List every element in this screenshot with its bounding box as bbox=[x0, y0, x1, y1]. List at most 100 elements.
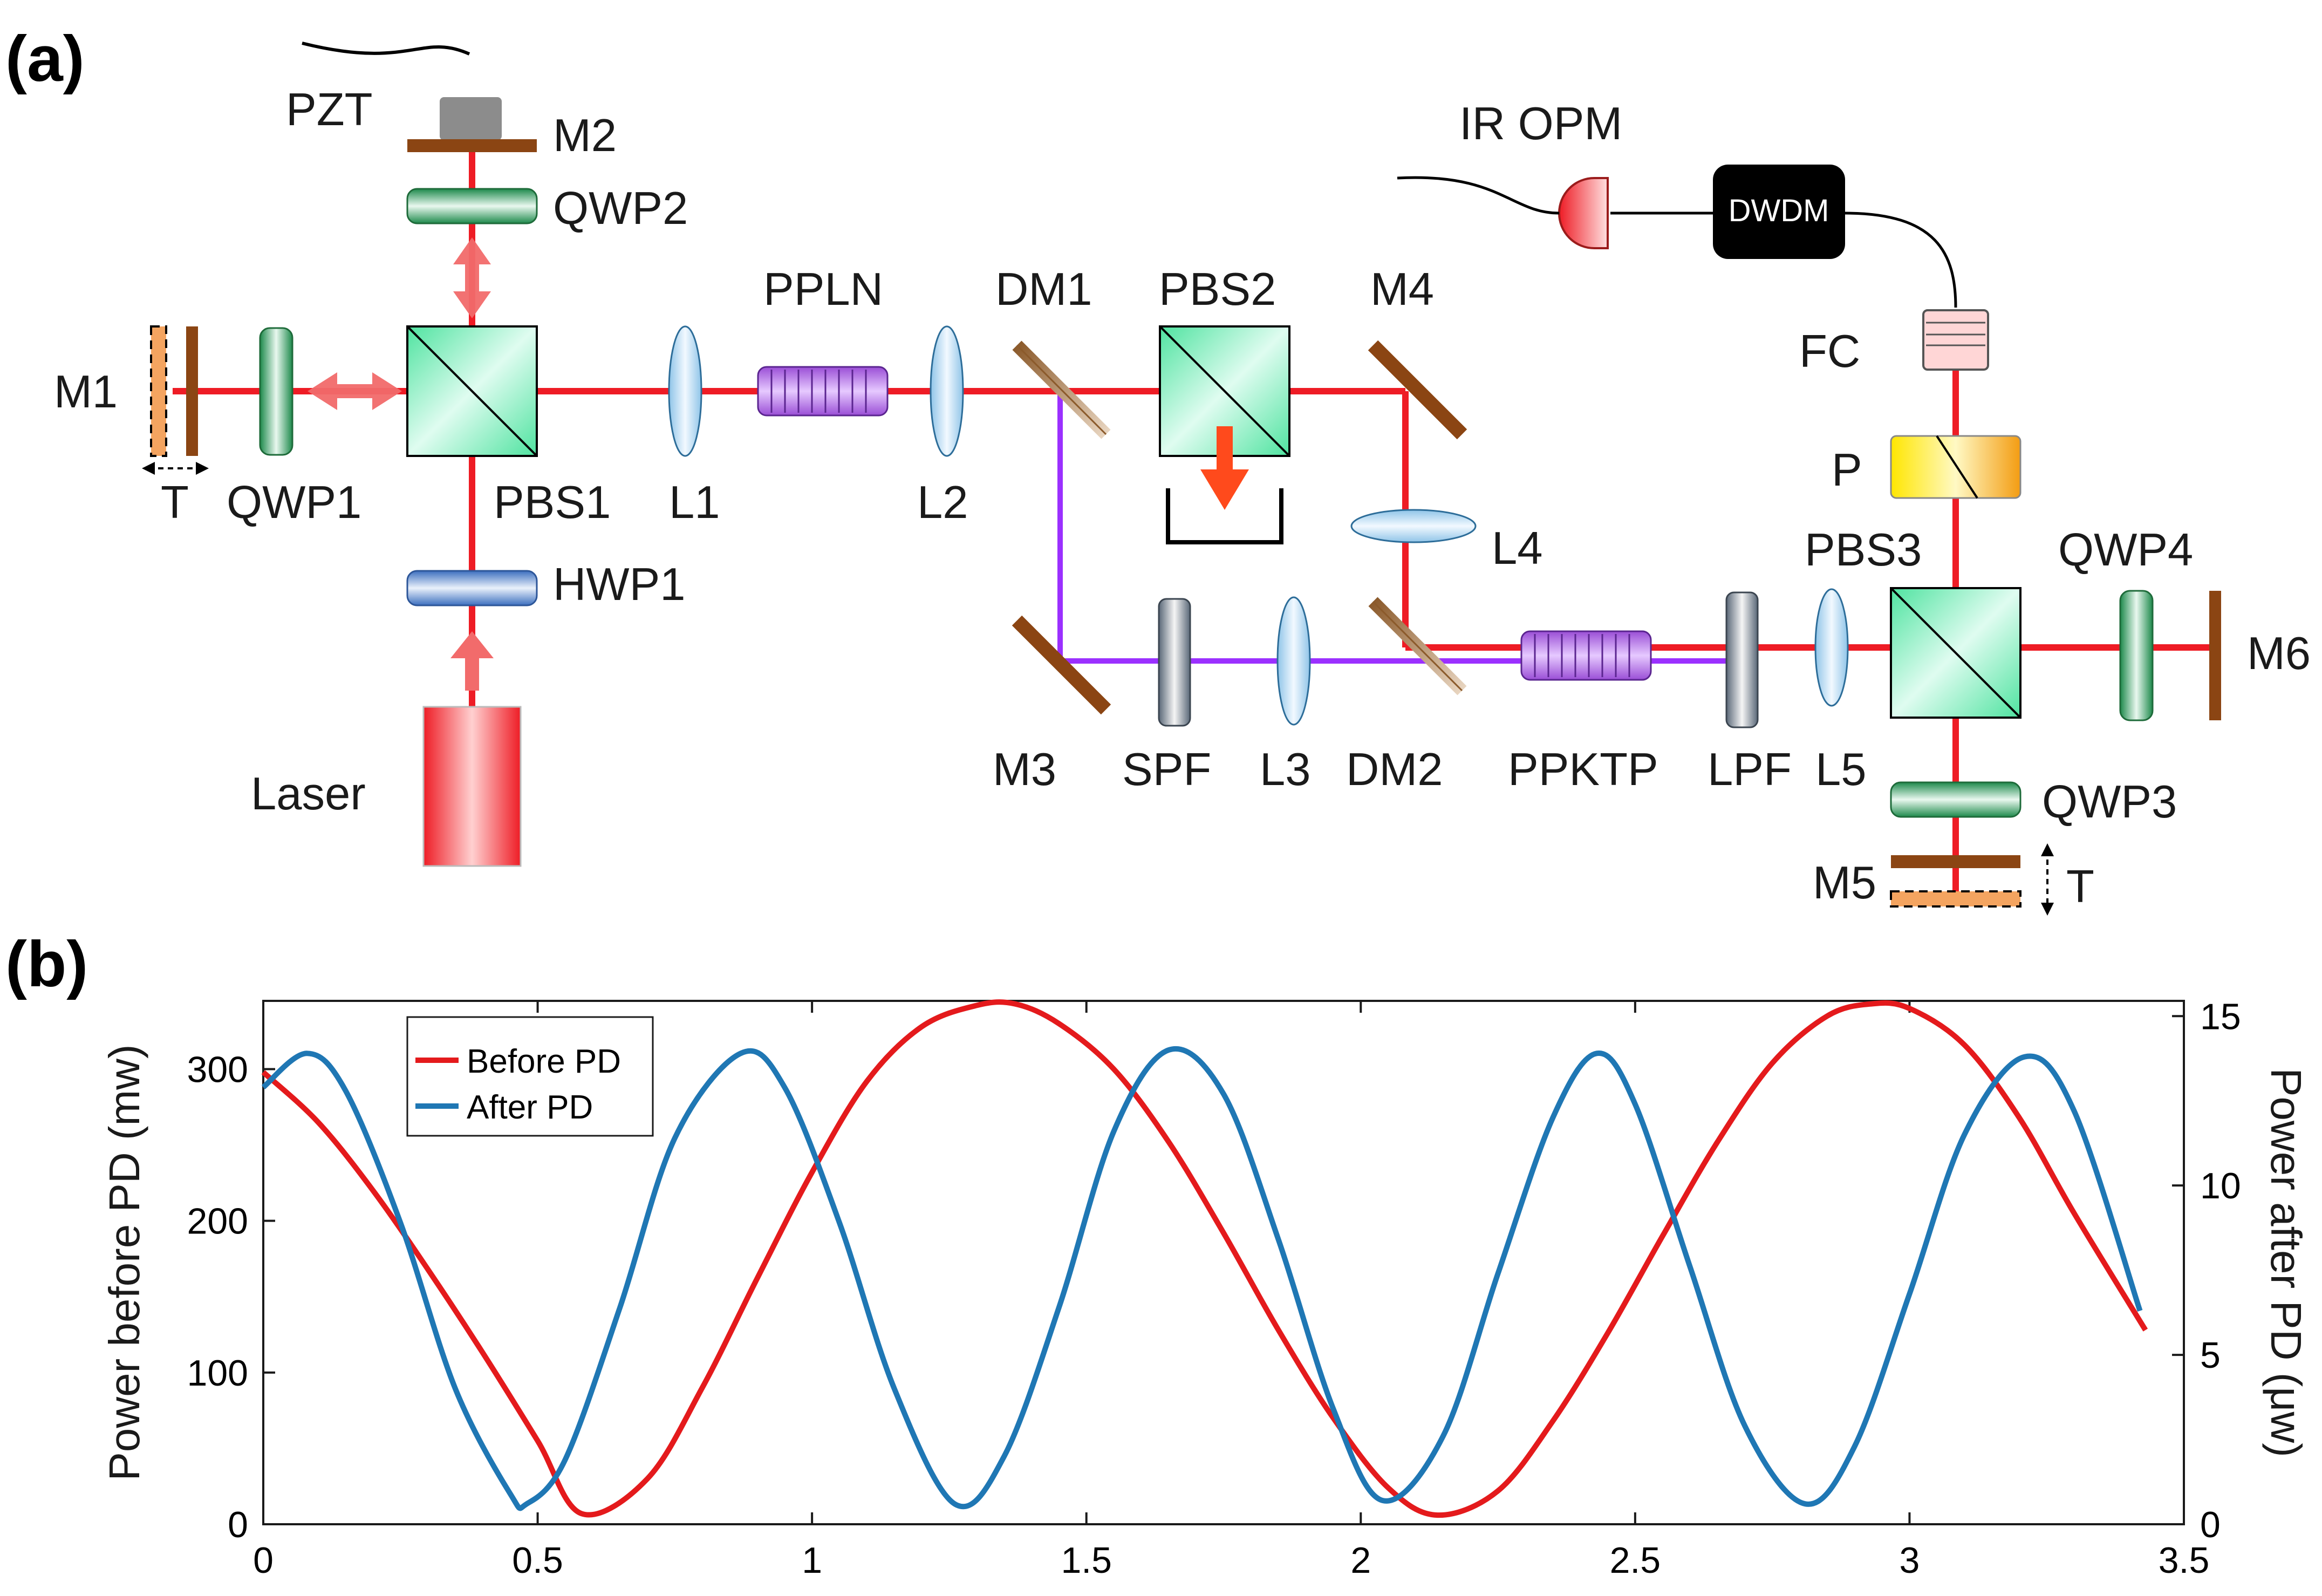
y-axis-right-label: Power after PD (μw) bbox=[2262, 1068, 2310, 1457]
label-m6: M6 bbox=[2247, 628, 2311, 679]
double-arrow-icon bbox=[453, 237, 491, 318]
label-ppln: PPLN bbox=[763, 264, 883, 315]
label-ir-opm: IR OPM bbox=[1459, 98, 1622, 149]
double-arrow-icon bbox=[308, 372, 402, 410]
lens-l2 bbox=[930, 325, 964, 457]
lens-l3 bbox=[1276, 596, 1311, 726]
wave-plate-hwp1 bbox=[406, 570, 538, 606]
label-l3: L3 bbox=[1260, 744, 1311, 795]
label-dm1: DM1 bbox=[995, 264, 1092, 315]
polarizer-p bbox=[1890, 435, 2021, 499]
legend-label-after-pd: After PD bbox=[467, 1089, 593, 1126]
label-t-right: T bbox=[2066, 861, 2094, 912]
label-pzt: PZT bbox=[286, 84, 373, 135]
label-pbs2: PBS2 bbox=[1159, 264, 1276, 315]
lens-l4 bbox=[1350, 509, 1477, 543]
series-group bbox=[261, 999, 2148, 1518]
label-qwp3: QWP3 bbox=[2042, 776, 2177, 828]
x-tick-label: 0 bbox=[253, 1540, 274, 1581]
label-ppktp: PPKTP bbox=[1508, 744, 1658, 795]
plot-area bbox=[262, 1000, 2185, 1525]
x-tick-label: 3 bbox=[1900, 1540, 1920, 1581]
panel-a-label: (a) bbox=[5, 23, 85, 95]
y-tick-label-right: 5 bbox=[2200, 1335, 2221, 1376]
label-m3: M3 bbox=[993, 744, 1056, 795]
detector-cable bbox=[1397, 176, 1560, 215]
y-axis-left-label: Power before PD (mw) bbox=[100, 1044, 148, 1481]
wave-plate-qwp4 bbox=[2119, 590, 2154, 721]
beam-dump-arrow-icon bbox=[1200, 426, 1249, 510]
laser-source bbox=[422, 706, 522, 867]
mirror-m6 bbox=[2209, 591, 2221, 720]
mirror-m2 bbox=[407, 139, 537, 152]
label-dm2: DM2 bbox=[1346, 744, 1443, 795]
x-tick-label: 1.5 bbox=[1061, 1540, 1112, 1581]
y-tick-label-left: 200 bbox=[187, 1201, 248, 1242]
label-dwdm: DWDM bbox=[1729, 193, 1829, 228]
x-tick-label: 2 bbox=[1350, 1540, 1371, 1581]
panel-b-label: (b) bbox=[5, 928, 88, 1000]
crystal-ppln bbox=[757, 366, 889, 417]
power-chart: (b) 0 0.5 1 1.5 2 2.5 3 3.5 0 100 200 300 0 5 10 15 P… bbox=[5, 928, 2310, 1581]
label-l5: L5 bbox=[1815, 744, 1867, 795]
y-tick-label-right: 0 bbox=[2200, 1504, 2221, 1545]
series-line-after-pd bbox=[261, 1046, 2143, 1511]
label-pbs1: PBS1 bbox=[494, 477, 611, 528]
label-m1: M1 bbox=[54, 366, 118, 418]
filter-lpf bbox=[1725, 591, 1759, 728]
label-fc: FC bbox=[1799, 326, 1860, 377]
mirror-m4 bbox=[1368, 340, 1467, 440]
mirror-m3 bbox=[1012, 615, 1111, 715]
wave-plate-qwp2 bbox=[406, 188, 538, 224]
legend: Before PD After PD bbox=[406, 1016, 654, 1137]
wave-plate-qwp3 bbox=[1890, 781, 2021, 818]
up-arrow-icon bbox=[450, 631, 494, 691]
label-p: P bbox=[1832, 445, 1862, 496]
y-tick-label-right: 15 bbox=[2200, 996, 2241, 1037]
wave-plate-qwp1 bbox=[259, 327, 293, 456]
y-tick-label-left: 0 bbox=[228, 1504, 248, 1545]
legend-label-before-pd: Before PD bbox=[467, 1043, 621, 1080]
label-m2: M2 bbox=[553, 110, 617, 161]
label-qwp2: QWP2 bbox=[553, 183, 688, 234]
y-tick-label-right: 10 bbox=[2200, 1165, 2241, 1206]
label-lpf: LPF bbox=[1708, 744, 1792, 795]
pzt-actuator bbox=[440, 97, 502, 140]
mirror-m1 bbox=[186, 326, 198, 456]
beam-dump bbox=[1166, 488, 1283, 544]
label-l2: L2 bbox=[917, 477, 968, 528]
fiber-cable bbox=[1845, 212, 1957, 308]
x-tick-label: 3.5 bbox=[2159, 1540, 2210, 1581]
detector-ir-opm bbox=[1558, 177, 1609, 249]
dwdm-module bbox=[1713, 165, 1845, 259]
mirror-m1-translated bbox=[150, 325, 167, 457]
x-axis: 0 0.5 1 1.5 2 2.5 3 3.5 bbox=[253, 1001, 2209, 1581]
mirror-m5 bbox=[1891, 855, 2020, 868]
label-pbs3: PBS3 bbox=[1805, 524, 1922, 576]
crystal-ppktp bbox=[1520, 630, 1652, 681]
optical-setup-diagram: (a) PZT M2 QWP2 M1 bbox=[5, 23, 2311, 916]
label-t-left: T bbox=[161, 477, 189, 528]
mirror-m5-translated bbox=[1890, 890, 2021, 908]
x-tick-label: 2.5 bbox=[1610, 1540, 1661, 1581]
label-l1: L1 bbox=[669, 477, 720, 528]
label-hwp1: HWP1 bbox=[553, 559, 686, 610]
y-axis-left: 0 100 200 300 bbox=[187, 1049, 275, 1545]
label-laser: Laser bbox=[251, 768, 366, 820]
label-m4: M4 bbox=[1370, 264, 1434, 315]
label-spf: SPF bbox=[1122, 744, 1211, 795]
y-axis-right: 0 5 10 15 bbox=[2172, 996, 2241, 1545]
lens-l1 bbox=[668, 325, 702, 457]
pzt-cable bbox=[302, 42, 470, 56]
y-tick-label-left: 100 bbox=[187, 1353, 248, 1394]
x-tick-label: 1 bbox=[802, 1540, 822, 1581]
fiber-coupler-fc bbox=[1922, 309, 1989, 371]
label-m5: M5 bbox=[1813, 857, 1876, 909]
lens-l5 bbox=[1814, 588, 1849, 707]
filter-spf bbox=[1158, 598, 1191, 727]
y-tick-label-left: 300 bbox=[187, 1049, 248, 1090]
x-tick-label: 0.5 bbox=[512, 1540, 563, 1581]
label-qwp1: QWP1 bbox=[227, 477, 361, 528]
series-line-before-pd bbox=[261, 999, 2148, 1518]
